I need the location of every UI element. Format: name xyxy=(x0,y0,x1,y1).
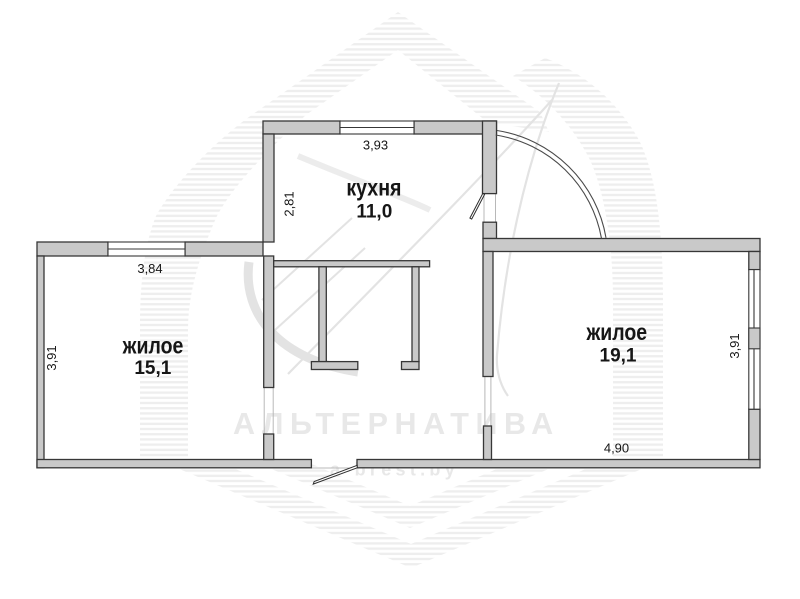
svg-text:кухня: кухня xyxy=(346,174,401,201)
svg-text:2,81: 2,81 xyxy=(282,191,297,216)
svg-text:3,93: 3,93 xyxy=(363,137,388,152)
svg-text:АЛЬТЕРНАТИВА: АЛЬТЕРНАТИВА xyxy=(233,407,560,441)
svg-text:3,84: 3,84 xyxy=(137,261,162,276)
svg-text:3,91: 3,91 xyxy=(44,345,59,370)
svg-text:19,1: 19,1 xyxy=(600,346,637,367)
svg-text:11,0: 11,0 xyxy=(356,202,392,223)
svg-text:жилое: жилое xyxy=(586,318,648,345)
svg-text:жилое: жилое xyxy=(122,332,184,359)
svg-text:15,1: 15,1 xyxy=(134,358,171,379)
svg-text:3,91: 3,91 xyxy=(727,333,742,358)
svg-text:4,90: 4,90 xyxy=(604,441,629,456)
